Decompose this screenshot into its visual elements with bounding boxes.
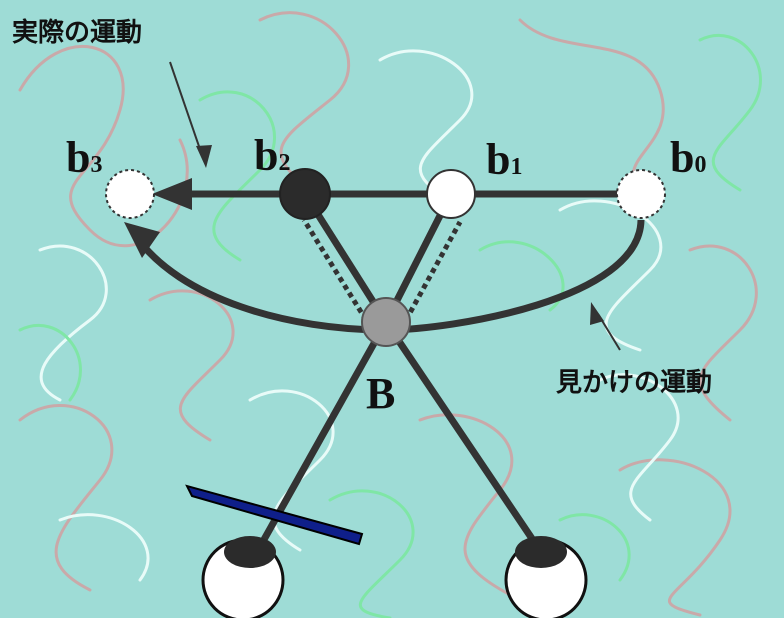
background-squiggle xyxy=(698,33,762,192)
b0-disc xyxy=(616,169,666,219)
background-squiggle xyxy=(688,244,758,422)
point-label-b2: b2 xyxy=(254,131,291,180)
left-eye xyxy=(201,536,285,618)
point-label-b1: b1 xyxy=(486,135,523,184)
background-squiggle xyxy=(518,18,665,202)
apparent-motion-label: 見かけの運動 xyxy=(556,368,713,398)
background-squiggle xyxy=(258,11,351,192)
background-squiggle xyxy=(58,513,150,582)
occluder-bar xyxy=(185,484,364,546)
right-eye-sight-line xyxy=(383,320,544,554)
point-label-b0: b0 xyxy=(670,133,707,182)
right-eye-pupil xyxy=(515,536,567,568)
b1-disc xyxy=(426,169,476,219)
background-squiggle xyxy=(148,289,235,442)
background-squiggle xyxy=(378,49,474,202)
actual-motion-pointer-head xyxy=(196,145,212,168)
actual-motion-arrowhead xyxy=(152,178,192,210)
background-squiggle xyxy=(18,44,189,247)
left-eye-pupil xyxy=(224,536,276,568)
point-label-b3: b3 xyxy=(66,133,103,182)
apparent-motion-arrowhead xyxy=(124,222,160,258)
actual-motion-label: 実際の運動 xyxy=(12,18,143,48)
background-squiggle xyxy=(18,403,114,592)
background-squiggle xyxy=(598,373,680,522)
right-eye xyxy=(504,536,588,618)
background-squiggle xyxy=(558,199,663,352)
dashed-line-b-to-b2 xyxy=(301,218,369,322)
actual-motion-pointer xyxy=(169,61,204,159)
b3-disc xyxy=(105,169,155,219)
background-squiggle xyxy=(618,458,732,617)
dashed-line-b-to-b1 xyxy=(403,220,463,322)
background-squiggle xyxy=(198,90,276,262)
pivot-label: B xyxy=(366,369,396,418)
background-squiggle xyxy=(328,489,415,618)
b2-disc xyxy=(279,168,331,220)
apparent-motion-pointer-head xyxy=(590,302,604,325)
background-squiggle xyxy=(558,513,631,582)
pivot-b-disc xyxy=(361,297,411,347)
background-squiggle xyxy=(18,323,82,402)
background-squiggle xyxy=(38,244,108,402)
